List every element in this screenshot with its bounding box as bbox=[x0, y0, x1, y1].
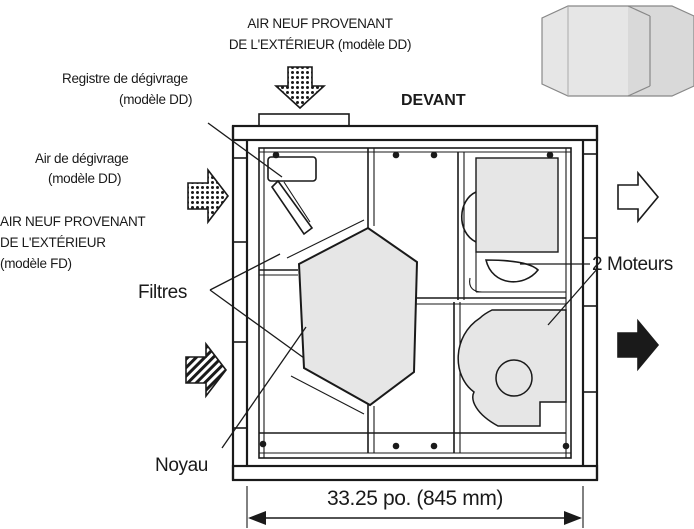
hatched-right-arrow-icon bbox=[185, 341, 228, 399]
left-collar-lower bbox=[232, 341, 248, 429]
left-collar-upper bbox=[232, 157, 248, 243]
label-noyau: Noyau bbox=[155, 455, 208, 476]
solid-right-arrow-icon bbox=[617, 318, 660, 372]
label-air-neuf-fd-line1: AIR NEUF PROVENANT bbox=[0, 214, 145, 229]
partitions bbox=[259, 148, 566, 453]
lower-blower bbox=[457, 309, 567, 427]
hollow-right-arrow-icon bbox=[617, 170, 660, 224]
right-collar-lower bbox=[582, 305, 598, 393]
label-air-degivrage-line2: (modèle DD) bbox=[48, 171, 121, 186]
label-devant: DEVANT bbox=[401, 92, 466, 109]
dimension-label: 33.25 po. (845 mm) bbox=[327, 487, 503, 510]
label-air-neuf-dd-line1: AIR NEUF PROVENANT bbox=[247, 16, 392, 31]
screws bbox=[259, 151, 570, 450]
right-collar-upper bbox=[582, 153, 598, 239]
label-filtres: Filtres bbox=[138, 282, 187, 303]
core-3d-illustration bbox=[541, 5, 694, 97]
dotted-down-arrow-icon bbox=[273, 66, 327, 110]
hexagonal-core bbox=[286, 219, 419, 415]
upper-blower bbox=[461, 157, 566, 293]
leader-lines bbox=[207, 122, 599, 449]
label-air-degivrage-line1: Air de dégivrage bbox=[35, 151, 129, 166]
dotted-right-arrow-icon bbox=[187, 167, 230, 225]
label-registre-line1: Registre de dégivrage bbox=[62, 71, 188, 86]
top-collar bbox=[258, 113, 350, 127]
dimension-line bbox=[246, 486, 584, 528]
label-air-neuf-dd-line2: DE L'EXTÉRIEUR (modèle DD) bbox=[229, 37, 411, 52]
label-registre-line2: (modèle DD) bbox=[119, 92, 192, 107]
defrost-damper bbox=[267, 156, 317, 236]
label-air-neuf-fd-line2: DE L'EXTÉRIEUR bbox=[0, 235, 106, 250]
label-air-neuf-fd-line3: (modèle FD) bbox=[0, 256, 72, 271]
label-moteurs: 2 Moteurs bbox=[592, 254, 673, 275]
